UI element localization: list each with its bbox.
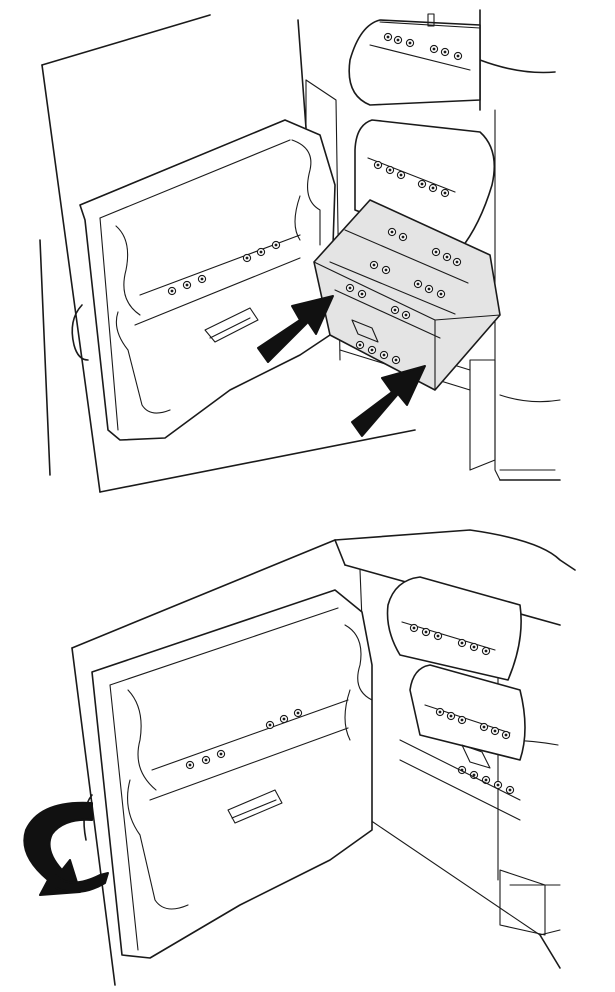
panel-close-door [23, 529, 576, 986]
push-arrow-icon [257, 295, 334, 363]
panel-insert-cartridge [39, 9, 561, 493]
lower-tray [499, 869, 546, 936]
printer-body [39, 9, 561, 493]
installed-cartridge-bottom [399, 664, 526, 821]
new-cartridge [313, 199, 501, 391]
door-hinge [71, 304, 89, 361]
push-arrow-icon [351, 365, 426, 437]
installed-cartridge-top [348, 13, 481, 106]
cartridge-door [79, 119, 336, 441]
rotate-close-arrow-icon [23, 801, 109, 896]
installed-cartridge-top [386, 576, 522, 681]
cartridge-door [83, 589, 373, 959]
